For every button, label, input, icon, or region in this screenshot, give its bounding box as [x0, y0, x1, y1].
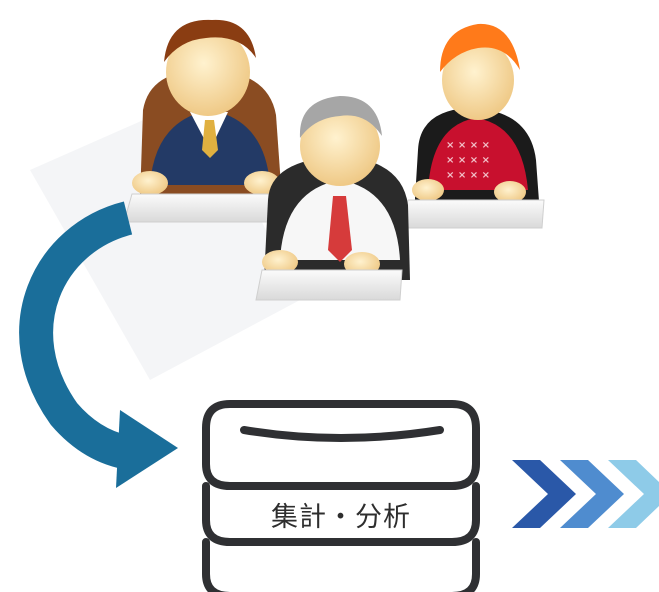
svg-text:× × × ×: × × × ×: [446, 140, 490, 151]
curved-arrow-icon: [19, 201, 178, 488]
keyboard-icon: [401, 199, 545, 229]
chevrons-right-icon: [512, 460, 659, 528]
keyboard-icon: [255, 269, 403, 301]
svg-text:× × × ×: × × × ×: [446, 155, 490, 166]
keyboard-icon: [123, 193, 273, 223]
database-label: 集計・分析: [271, 501, 411, 533]
database-icon: [202, 400, 480, 592]
svg-text:× × × ×: × × × ×: [446, 170, 490, 181]
gray-haired-man-icon: [262, 96, 410, 280]
orange-haired-man-icon: × × × × × × × × × × × ×: [412, 23, 540, 215]
businessman-icon: [132, 19, 282, 200]
